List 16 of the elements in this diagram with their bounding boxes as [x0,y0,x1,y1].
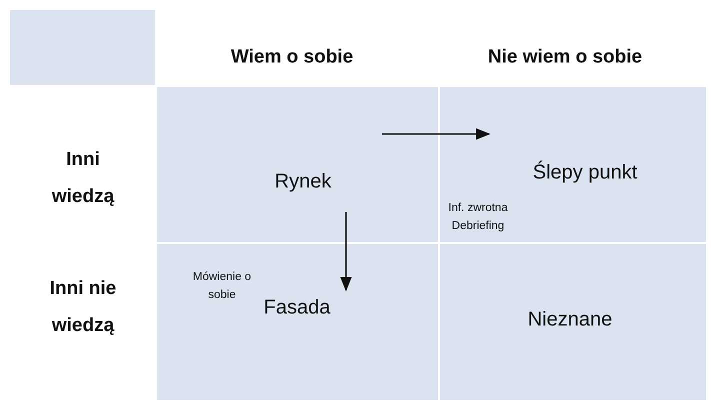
arrow [340,212,352,292]
quadrant-cell [157,244,438,400]
column-header: Wiem o sobie [230,46,354,70]
quadrant-cell [440,244,706,400]
row-header: Inni wiedzą [50,148,116,209]
quadrant-title: Fasada [264,296,330,320]
quadrant-title: Ślepy punkt [532,162,638,184]
quadrant-cell [157,87,438,242]
row-header: Inni nie wiedzą [48,277,118,338]
quadrant-title: Rynek [274,170,332,194]
quadrant-title: Nieznane [528,308,612,332]
arrow [382,128,490,140]
edge-annotation: Inf. zwrotna Debriefing [447,201,509,234]
column-header: Nie wiem o sobie [488,46,642,70]
edge-annotation: Mówienie o sobie [192,270,252,303]
quadrant-cell [440,87,706,242]
